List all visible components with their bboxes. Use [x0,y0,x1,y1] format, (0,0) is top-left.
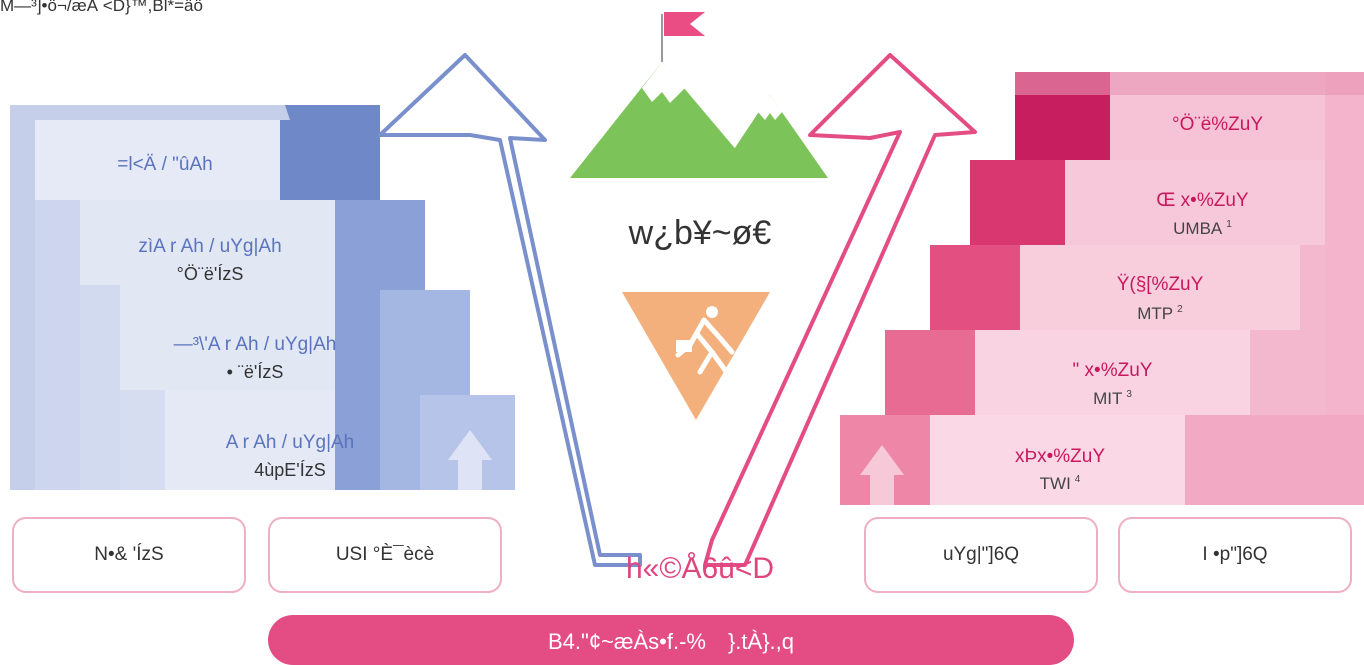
pink-v-arrow [703,53,977,567]
footnote-3: 3 [1126,389,1132,401]
right-step-2-sub-text: UMBA [1173,219,1223,238]
bottom-box-right-1: uYg|"]6Q [864,517,1098,593]
bottom-box-left-2: USI °È¯ècè [268,517,502,593]
center-title: w¿b¥~ø€ [628,214,772,252]
corner-note: M—³]•ö¬/æÂ <D}™,Bl*=äö [0,0,203,15]
runner-icon [622,292,770,420]
left-step-3-label: —³\'A r Ah / uYg|Ah [173,334,337,355]
right-step-5-sub-text: TWI [1039,474,1071,493]
left-step-1-label: =l<Ä / "ûAh [117,154,213,175]
left-step-4-label: A r Ah / uYg|Ah [225,432,355,453]
center-subtitle: h«©Å6û<D [625,552,775,585]
right-step-4-label: " x•%ZuY [1072,360,1153,381]
up-arrow-icon [860,445,904,505]
up-arrow-icon [448,430,492,490]
right-staircase [840,72,1364,505]
right-step-3-sub-text: MTP [1137,304,1174,323]
flag-icon [661,12,705,62]
left-step-2-label: zìA r Ah / uYg|Ah [138,236,282,257]
footnote-4: 4 [1074,474,1081,486]
bottom-box-left-1: N•& 'ÍzS [12,517,246,593]
blue-v-arrow [378,53,642,567]
left-step-3-sub: • ¨ë'ÍzS [226,362,284,382]
mountain-icon [570,62,828,178]
right-step-5-label: xÞx•%ZuY [1014,446,1106,467]
right-step-1-label: °Ö¨ë%ZuY [1171,114,1263,135]
bottom-box-right-2: I •p"]6Q [1118,517,1352,593]
bottom-banner: B4."¢~æÀs•f.-% }.tÀ}.,q [268,615,1074,665]
right-step-3-label: Ÿ(§[%ZuY [1116,274,1204,295]
left-staircase [10,105,515,490]
footnote-1: 1 [1226,219,1232,231]
left-step-4-sub: 4ùpE'ÍzS [254,460,326,480]
right-step-2-label: Œ x•%ZuY [1156,190,1249,211]
footnote-2: 2 [1177,304,1183,316]
left-step-2-sub: °Ö¨ë'ÍzS [176,264,244,284]
right-step-4-sub-text: MIT [1093,389,1123,408]
